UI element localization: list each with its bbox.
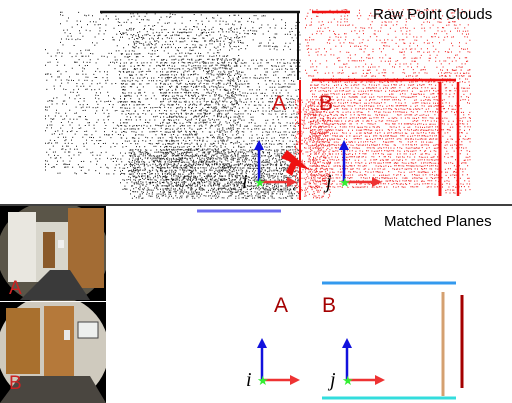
bottom-axis-j-label: j xyxy=(330,369,336,391)
svg-text:★: ★ xyxy=(342,374,354,389)
bottom-axis-frame-i: ★ xyxy=(257,338,300,389)
thumbnail-b xyxy=(0,302,106,403)
svg-text:★: ★ xyxy=(254,176,266,191)
axis-frames: ★ ★ ★ ★ xyxy=(254,140,385,389)
thumbnail-a xyxy=(0,206,106,301)
bottom-axis-i-label: i xyxy=(246,369,252,391)
top-axis-j-label: j xyxy=(326,171,332,193)
top-axis-i-label: i xyxy=(242,171,248,193)
plane-label-a: A xyxy=(274,294,289,317)
matched-planes-title: Matched Planes xyxy=(384,213,492,230)
svg-text:★: ★ xyxy=(257,374,269,389)
bottom-axis-frame-j: ★ xyxy=(342,338,385,389)
alignment-arrow xyxy=(281,150,310,176)
cloud-label-a: A xyxy=(272,92,287,115)
thumbnail-label-b: B xyxy=(9,373,22,394)
top-axis-frame-j: ★ xyxy=(339,140,382,191)
svg-text:★: ★ xyxy=(339,176,351,191)
point-cloud-b xyxy=(295,9,471,200)
top-axis-frame-i: ★ xyxy=(254,140,297,191)
cloud-label-b: B xyxy=(319,92,334,115)
thumbnail-label-a: A xyxy=(9,278,22,299)
raw-point-clouds-title: Raw Point Clouds xyxy=(373,6,493,23)
plane-label-b: B xyxy=(322,294,337,317)
point-cloud-a xyxy=(45,10,301,199)
